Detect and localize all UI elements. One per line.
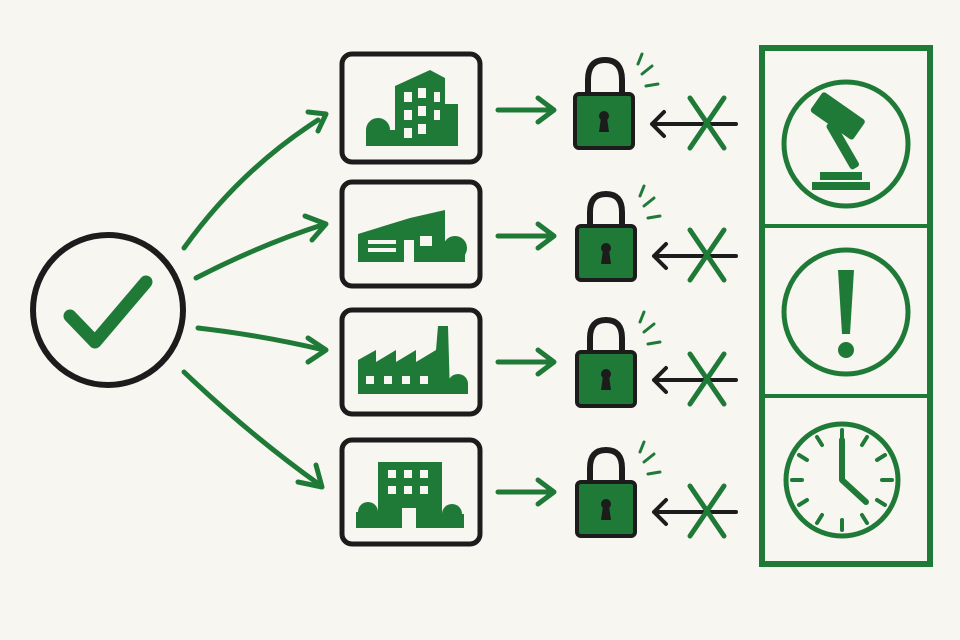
source-circle [30,232,186,388]
rules-panel [759,45,933,567]
arrowhead-row-3 [305,335,329,365]
building-frame [339,179,483,289]
clock-icon [783,421,901,539]
blocked-arrow-icon [652,227,738,283]
building-frame [339,437,483,547]
blocked-arrow-icon [652,351,738,407]
fanout-arrows [181,109,329,490]
warehouse-icon [358,210,467,262]
blocked-arrow-icon [650,95,738,151]
flow-arrow [495,95,557,125]
padlock-locked-icon [573,52,660,150]
arrow-to-row-2 [193,222,325,281]
building-frame [339,307,483,417]
flow-arrow [495,477,557,507]
arrow-to-row-4 [181,369,323,488]
panel-frame [759,45,933,567]
office-building-icon [356,462,464,528]
row-1 [339,51,738,165]
checkmark-icon [63,275,153,349]
arrow-to-row-3 [195,325,327,353]
padlock-locked-icon [575,440,662,538]
office-tower-icon [366,70,458,146]
padlock-locked-icon [575,310,662,408]
flow-arrow [495,347,557,377]
row-4 [339,437,738,547]
blocked-arrow-icon [652,483,738,539]
row-2 [339,179,738,289]
arrowhead-row-4 [295,462,325,490]
arrowhead-row-2 [302,213,329,243]
arrow-to-row-1 [181,117,321,251]
exclamation-icon [781,247,911,377]
factory-icon [358,326,468,394]
flow-arrow [495,221,557,251]
row-3 [339,307,738,417]
building-frame [339,51,483,165]
gavel-icon [781,79,911,209]
source-node [30,232,186,388]
arrowhead-row-1 [305,109,329,134]
padlock-locked-icon [575,184,662,282]
